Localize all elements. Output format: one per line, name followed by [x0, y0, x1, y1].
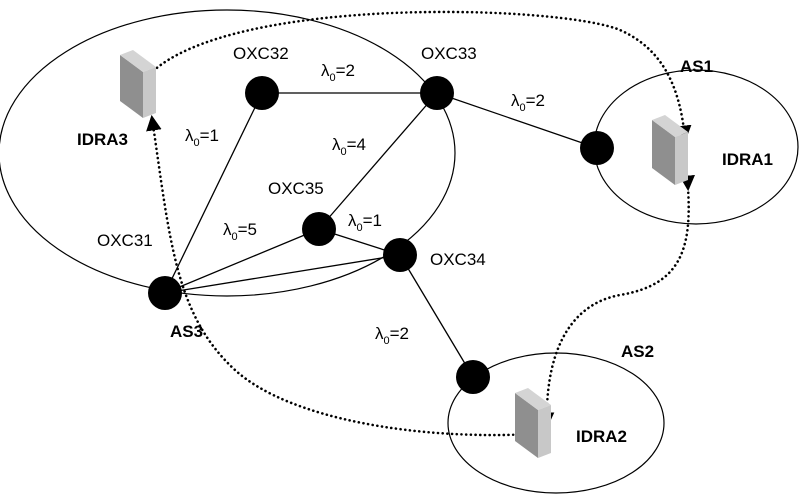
node-as2-border	[456, 360, 490, 394]
signaling-path-idra3-idra1	[135, 10, 692, 142]
label-oxc35: OXC35	[268, 179, 324, 198]
link-oxc31-oxc34	[164, 254, 401, 294]
domain-as1-boundary	[593, 69, 799, 225]
agent-box-idra2	[515, 388, 551, 458]
link-oxc31-oxc35	[164, 228, 320, 294]
label-as2: AS2	[621, 342, 654, 361]
label-as1: AS1	[680, 57, 713, 76]
label-idra3: IDRA3	[77, 130, 128, 149]
wavelength-label-oxc31-oxc35: λ0=5	[223, 220, 257, 243]
node-as1-border	[580, 131, 614, 165]
link-oxc33-oxc34	[318, 92, 438, 230]
node-oxc34	[383, 238, 417, 272]
link-oxc31-oxc32	[164, 92, 263, 294]
signaling-path-idra1-idra2	[538, 175, 695, 429]
wavelength-label-oxc31-oxc33: λ0=4	[332, 135, 366, 158]
label-idra2: IDRA2	[576, 427, 627, 446]
node-oxc33	[420, 76, 454, 110]
wavelength-label-oxc31-oxc32: λ0=1	[185, 126, 219, 149]
label-idra1: IDRA1	[722, 150, 773, 169]
agent-box-idra3	[120, 50, 156, 118]
wavelength-label-oxc33-as1: λ0=2	[511, 91, 545, 114]
label-oxc33: OXC33	[421, 44, 477, 63]
wavelength-label-oxc34-as2: λ0=2	[375, 324, 409, 347]
signaling-path-idra2-idra3	[146, 114, 545, 442]
label-oxc34: OXC34	[430, 250, 486, 269]
link-oxc34-as2node	[399, 254, 474, 378]
agent-box-idra1	[652, 115, 688, 185]
wavelength-label-oxc32-oxc33: λ0=2	[321, 61, 355, 84]
node-oxc32	[245, 76, 279, 110]
node-oxc35	[302, 212, 336, 246]
wavelength-label-oxc35-oxc34: λ0=1	[348, 211, 382, 234]
label-oxc32: OXC32	[233, 44, 289, 63]
link-oxc33-as1node	[436, 92, 598, 149]
node-oxc31	[148, 276, 182, 310]
label-oxc31: OXC31	[97, 231, 153, 250]
label-as3: AS3	[170, 322, 203, 341]
